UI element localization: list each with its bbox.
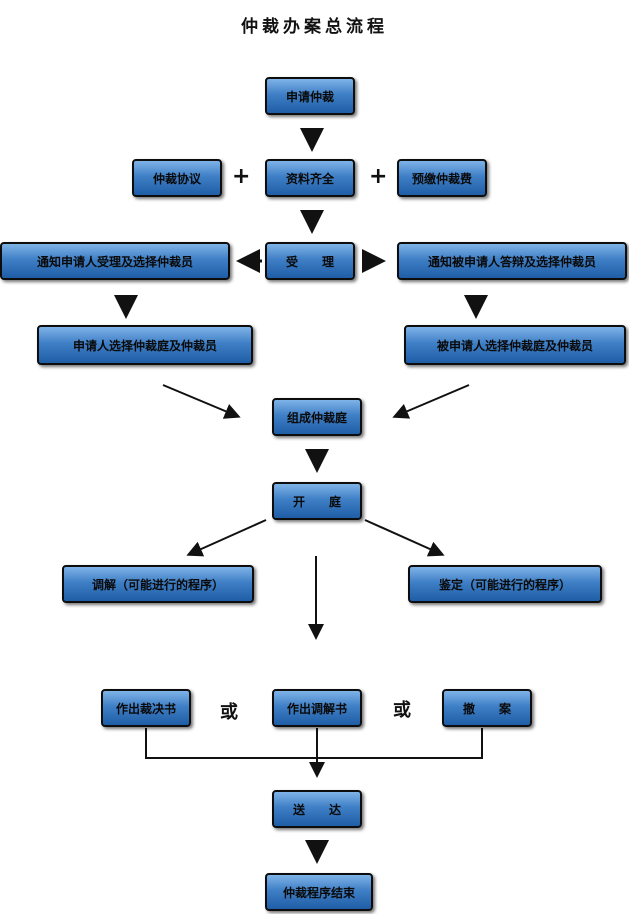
- node-agreement: 仲裁协议: [132, 159, 222, 197]
- node-appraisal: 鉴定（可能进行的程序）: [408, 565, 602, 603]
- node-withdraw: 撤 案: [442, 689, 532, 727]
- node-mediation-doc: 作出调解书: [272, 689, 362, 727]
- node-end: 仲裁程序结束: [265, 873, 373, 911]
- node-notify-applicant: 通知申请人受理及选择仲裁员: [0, 242, 230, 280]
- node-notify-respondent: 通知被申请人答辩及选择仲裁员: [397, 242, 627, 280]
- node-award: 作出裁决书: [101, 689, 191, 727]
- arrow-diag-right-to-tribunal: [392, 384, 470, 419]
- node-service: 送 达: [272, 790, 362, 828]
- node-fee: 预缴仲裁费: [397, 159, 487, 197]
- node-respondent-choose: 被申请人选择仲裁庭及仲裁员: [404, 325, 626, 365]
- or-label-left: 或: [220, 702, 238, 723]
- plus-sign-right: +: [369, 164, 388, 189]
- node-docs: 资料齐全: [265, 159, 355, 197]
- node-hearing: 开 庭: [272, 482, 362, 520]
- page-title: 仲裁办案总流程: [241, 17, 388, 37]
- plus-sign-left: +: [232, 164, 251, 189]
- node-apply: 申请仲裁: [265, 77, 355, 115]
- node-form-tribunal: 组成仲裁庭: [272, 398, 362, 436]
- node-applicant-choose: 申请人选择仲裁庭及仲裁员: [37, 325, 253, 365]
- or-label-right: 或: [393, 700, 411, 721]
- arrow-diag-to-mediation: [186, 519, 267, 557]
- arrow-diag-left-to-tribunal: [162, 384, 241, 419]
- arrow-diag-to-appraisal: [364, 519, 445, 557]
- node-mediation: 调解（可能进行的程序）: [62, 565, 254, 603]
- node-accept: 受 理: [265, 242, 355, 280]
